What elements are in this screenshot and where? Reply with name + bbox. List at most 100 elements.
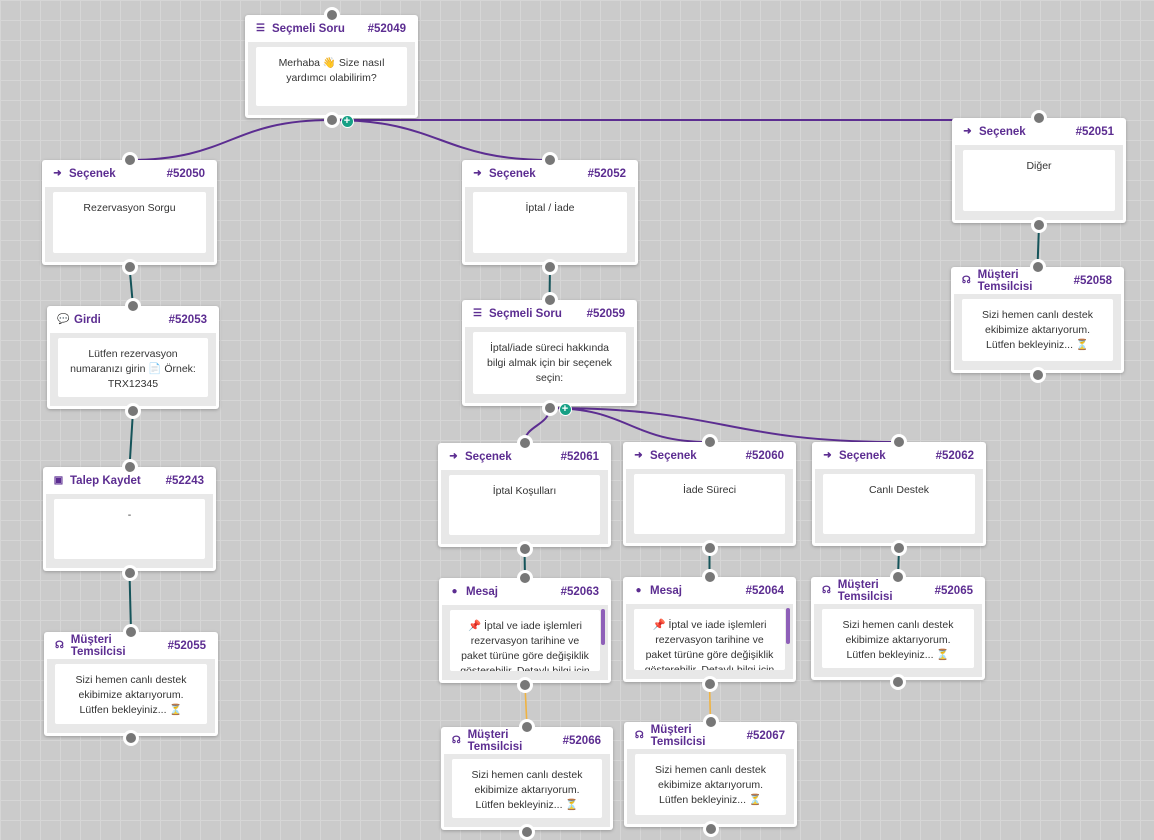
flow-node[interactable]: ➜ Seçenek #52061 İptal Koşulları (438, 443, 611, 547)
output-port[interactable] (323, 112, 340, 128)
node-header[interactable]: ☰ Seçmeli Soru #52049 (245, 15, 418, 42)
node-header[interactable]: ● Mesaj #52064 (623, 577, 796, 604)
output-port[interactable] (701, 676, 718, 692)
input-port[interactable] (1029, 259, 1046, 275)
flow-node[interactable]: ● Mesaj #52064 📌 İptal ve iade işlemleri… (623, 577, 796, 682)
input-port[interactable] (516, 435, 533, 451)
node-body: 📌 İptal ve iade işlemleri rezervasyon ta… (442, 605, 608, 680)
node-content[interactable]: Sizi hemen canlı destek ekibimize aktarı… (822, 609, 974, 668)
input-port[interactable] (541, 292, 558, 308)
node-header[interactable]: ☊ Müşteri Temsilcisi #52065 (811, 577, 985, 604)
node-content[interactable]: Sizi hemen canlı destek ekibimize aktarı… (962, 299, 1113, 361)
node-content[interactable]: Diğer (963, 150, 1115, 211)
output-port[interactable] (541, 400, 558, 416)
edge-choice[interactable] (549, 407, 710, 443)
input-port[interactable] (519, 719, 535, 735)
flow-node[interactable]: ▣ Talep Kaydet #52243 - (43, 467, 216, 571)
flow-node[interactable]: ☰ Seçmeli Soru #52049 Merhaba 👋 Size nas… (245, 15, 418, 118)
output-port[interactable] (1029, 367, 1046, 383)
input-port[interactable] (542, 152, 558, 168)
node-header[interactable]: ➜ Seçenek #52060 (623, 442, 796, 469)
node-body: Sizi hemen canlı destek ekibimize aktarı… (627, 749, 794, 824)
output-port[interactable] (121, 565, 138, 581)
output-port[interactable] (890, 674, 906, 690)
node-header[interactable]: ☊ Müşteri Temsilcisi #52058 (951, 267, 1124, 294)
node-content[interactable]: İptal Koşulları (449, 475, 600, 535)
node-content[interactable]: Lütfen rezervasyon numaranızı girin 📄 Ör… (58, 338, 208, 397)
scrollbar[interactable] (601, 609, 605, 645)
output-port[interactable] (1031, 217, 1047, 233)
flow-node[interactable]: ☊ Müşteri Temsilcisi #52067 Sizi hemen c… (624, 722, 797, 827)
flow-node[interactable]: ➜ Seçenek #52062 Canlı Destek (812, 442, 986, 546)
input-port[interactable] (891, 434, 907, 450)
add-option-icon[interactable]: + (340, 115, 354, 128)
node-header[interactable]: ● Mesaj #52063 (439, 578, 611, 605)
input-port[interactable] (1031, 110, 1047, 126)
input-port[interactable] (121, 459, 138, 475)
edge-choice[interactable] (331, 118, 1040, 121)
output-port[interactable] (519, 824, 535, 840)
edge-choice[interactable] (549, 407, 900, 443)
scrollbar[interactable] (786, 608, 790, 644)
input-port[interactable] (890, 569, 906, 585)
flow-node[interactable]: ➜ Seçenek #52052 İptal / İade (462, 160, 638, 265)
node-content[interactable]: Sizi hemen canlı destek ekibimize aktarı… (452, 759, 602, 818)
node-header[interactable]: ▣ Talep Kaydet #52243 (43, 467, 216, 494)
node-content[interactable]: Sizi hemen canlı destek ekibimize aktarı… (55, 664, 207, 724)
node-content[interactable]: - (54, 499, 205, 559)
input-port[interactable] (323, 7, 340, 23)
flow-node[interactable]: ➜ Seçenek #52060 İade Süreci (623, 442, 796, 546)
output-port[interactable] (123, 730, 139, 746)
input-port[interactable] (701, 569, 718, 585)
node-content[interactable]: İade Süreci (634, 474, 785, 534)
flow-node[interactable]: ☰ Seçmeli Soru #52059 İptal/iade süreci … (462, 300, 637, 406)
output-port[interactable] (516, 541, 533, 557)
output-port[interactable] (542, 259, 558, 275)
edge-choice[interactable] (129, 119, 332, 161)
edge-link[interactable] (128, 410, 134, 468)
node-header[interactable]: ☊ Müşteri Temsilcisi #52066 (441, 727, 613, 754)
input-port[interactable] (701, 434, 718, 450)
node-header[interactable]: ➜ Seçenek #52051 (952, 118, 1126, 145)
flow-node[interactable]: ● Mesaj #52063 📌 İptal ve iade işlemleri… (439, 578, 611, 683)
node-header[interactable]: ➜ Seçenek #52052 (462, 160, 638, 187)
flow-node[interactable]: ☊ Müşteri Temsilcisi #52055 Sizi hemen c… (44, 632, 218, 736)
node-content[interactable]: Canlı Destek (823, 474, 975, 534)
output-port[interactable] (701, 540, 718, 556)
output-port[interactable] (125, 403, 141, 419)
node-content[interactable]: Sizi hemen canlı destek ekibimize aktarı… (635, 754, 786, 815)
output-port[interactable] (702, 821, 719, 837)
node-header[interactable]: ➜ Seçenek #52050 (42, 160, 217, 187)
add-option-icon[interactable]: + (558, 403, 572, 416)
input-port[interactable] (517, 570, 533, 586)
node-content[interactable]: 📌 İptal ve iade işlemleri rezervasyon ta… (634, 609, 785, 670)
node-header[interactable]: ➜ Seçenek #52061 (438, 443, 611, 470)
node-header[interactable]: ☊ Müşteri Temsilcisi #52067 (624, 722, 797, 749)
flow-node[interactable]: ☊ Müşteri Temsilcisi #52066 Sizi hemen c… (441, 727, 613, 830)
flow-node[interactable]: ➜ Seçenek #52050 Rezervasyon Sorgu (42, 160, 217, 265)
node-content[interactable]: İptal / İade (473, 192, 627, 253)
arrow-circle-icon: ➜ (634, 450, 643, 461)
comment-icon: ● (451, 586, 458, 597)
node-content[interactable]: İptal/iade süreci hakkında bilgi almak i… (473, 332, 626, 394)
node-header[interactable]: ☰ Seçmeli Soru #52059 (462, 300, 637, 327)
flow-node[interactable]: 💬 Girdi #52053 Lütfen rezervasyon numara… (47, 306, 219, 409)
node-header[interactable]: ☊ Müşteri Temsilcisi #52055 (44, 632, 218, 659)
input-port[interactable] (702, 714, 719, 730)
output-port[interactable] (517, 677, 533, 693)
output-port[interactable] (891, 540, 907, 556)
input-port[interactable] (123, 624, 139, 640)
input-port[interactable] (125, 298, 141, 314)
edge-link[interactable] (128, 572, 132, 633)
flow-node[interactable]: ☊ Müşteri Temsilcisi #52065 Sizi hemen c… (811, 577, 985, 680)
input-port[interactable] (121, 152, 138, 168)
node-content[interactable]: Rezervasyon Sorgu (53, 192, 206, 253)
output-port[interactable] (121, 259, 138, 275)
node-header[interactable]: ➜ Seçenek #52062 (812, 442, 986, 469)
node-content[interactable]: Merhaba 👋 Size nasıl yardımcı olabilirim… (256, 47, 407, 106)
flow-node[interactable]: ☊ Müşteri Temsilcisi #52058 Sizi hemen c… (951, 267, 1124, 373)
edge-choice[interactable] (331, 119, 551, 161)
node-header[interactable]: 💬 Girdi #52053 (47, 306, 219, 333)
node-content[interactable]: 📌 İptal ve iade işlemleri rezervasyon ta… (450, 610, 600, 671)
flow-node[interactable]: ➜ Seçenek #52051 Diğer (952, 118, 1126, 223)
